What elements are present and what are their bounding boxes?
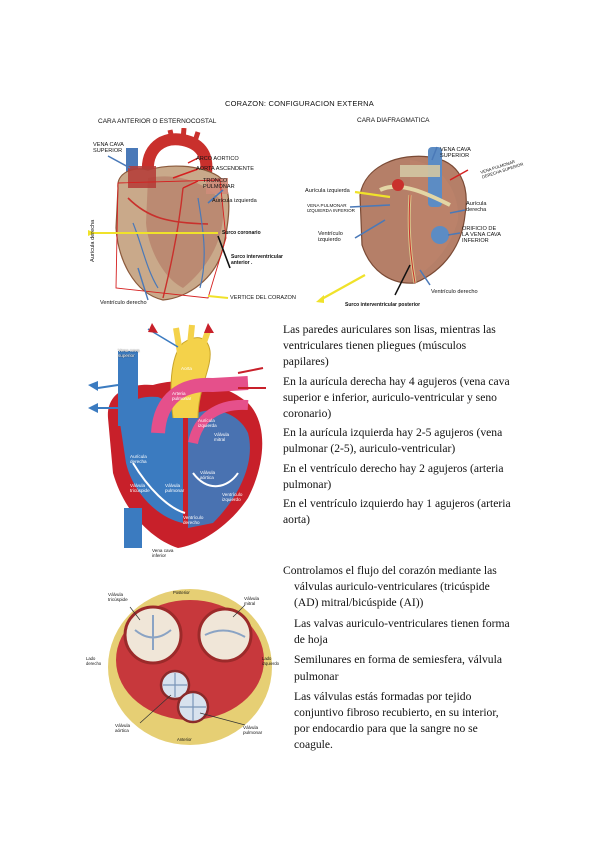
paragraph: Las paredes auriculares son lisas, mient… xyxy=(283,323,496,369)
label-v-posterior: Posterior xyxy=(173,590,190,595)
anterior-heart-figure xyxy=(88,128,231,301)
paragraph: En la aurícula izquierda hay 2-5 agujero… xyxy=(283,426,503,456)
diafragmatica-heart-figure xyxy=(316,146,469,303)
label-v-anterior: Anterior xyxy=(177,737,192,742)
interior-text: Las paredes auriculares son lisas, mient… xyxy=(283,322,513,528)
label-d-surco-posterior: Surco interventricular posterior xyxy=(345,302,421,308)
paragraph: Las valvas auriculo-ventriculares tienen… xyxy=(294,617,510,647)
valves-text: Las valvas auriculo-ventriculares tienen… xyxy=(294,616,516,754)
anterior-heading: CARA ANTERIOR O ESTERNOCOSTAL xyxy=(98,118,217,125)
label-vertice: VERTICE DEL CORAZON xyxy=(230,295,296,301)
label-d-auricula-izquierda: Aurícula izquierda xyxy=(305,188,350,194)
label-surco-coronario: Surco coronario xyxy=(222,230,261,236)
label-auricula-derecha: Aurícula derecha xyxy=(90,219,96,262)
page-title: CORAZON: CONFIGURACION EXTERNA xyxy=(225,99,374,108)
paragraph: Las válvulas estás formadas por tejido c… xyxy=(294,689,499,752)
paragraph: En la aurícula derecha hay 4 agujeros (v… xyxy=(283,374,510,421)
interior-heart-figure xyxy=(88,323,266,548)
label-auricula-izquierda: Aurícula izquierda xyxy=(212,198,257,204)
label-aorta-ascendente: AORTA ASCENDENTE xyxy=(196,166,254,172)
valves-figure xyxy=(108,589,272,745)
label-d-ventriculo-derecho: Ventrículo derecho xyxy=(431,289,478,295)
label-ventriculo-derecho: Ventrículo derecho xyxy=(100,300,147,306)
valves-lead-text: Controlamos el flujo del corazón mediant… xyxy=(283,563,515,612)
label-arco-aortico: ARCO AORTICO xyxy=(196,156,239,162)
diafragmatica-heading: CARA DIAFRAGMATICA xyxy=(357,117,430,124)
paragraph: Semilunares en forma de semiesfera, válv… xyxy=(294,653,502,683)
label-i-aorta: Aorta xyxy=(181,366,192,371)
paragraph: En el ventrículo derecho hay 2 agujeros … xyxy=(283,461,504,491)
paragraph: En el ventrículo izquierdo hay 1 agujero… xyxy=(283,497,511,527)
paragraph: Controlamos el flujo del corazón mediant… xyxy=(283,564,497,610)
